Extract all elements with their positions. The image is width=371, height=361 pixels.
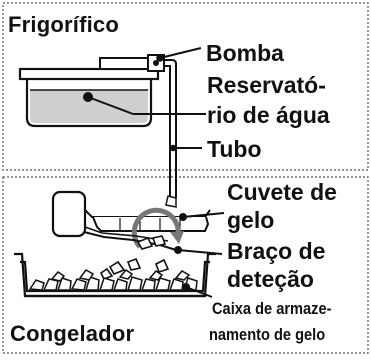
freezer-section-label: Congelador bbox=[10, 321, 135, 346]
reservoir-label-line2: rio de água bbox=[207, 102, 330, 128]
falling-ice-cubes bbox=[99, 235, 170, 281]
ice-tray-label-line2: gelo bbox=[227, 207, 275, 233]
ice-tray-label-line1: Cuvete de bbox=[227, 179, 337, 205]
leader-lines bbox=[83, 47, 225, 298]
reservoir-label-line1: Reservató- bbox=[207, 72, 326, 98]
ice-maker-unit bbox=[51, 190, 211, 238]
fridge-compartment-frame bbox=[2, 2, 369, 171]
freezer-compartment-frame bbox=[2, 176, 369, 354]
ice-storage-bin bbox=[14, 252, 216, 298]
water-reservoir bbox=[18, 57, 160, 128]
detection-arm-label-line1: Braço de bbox=[227, 238, 326, 264]
tube-label: Tubo bbox=[207, 136, 262, 162]
ice-bin-label-line1: Caixa de armaze- bbox=[212, 299, 332, 318]
ice-bin-label-line2: namento de gelo bbox=[209, 325, 326, 344]
fridge-section-label: Frigorífico bbox=[8, 12, 119, 37]
detection-arm bbox=[83, 226, 177, 251]
water-tube bbox=[164, 59, 177, 198]
detection-arm-label-line2: deteção bbox=[227, 266, 314, 292]
pump-label: Bomba bbox=[206, 40, 284, 66]
